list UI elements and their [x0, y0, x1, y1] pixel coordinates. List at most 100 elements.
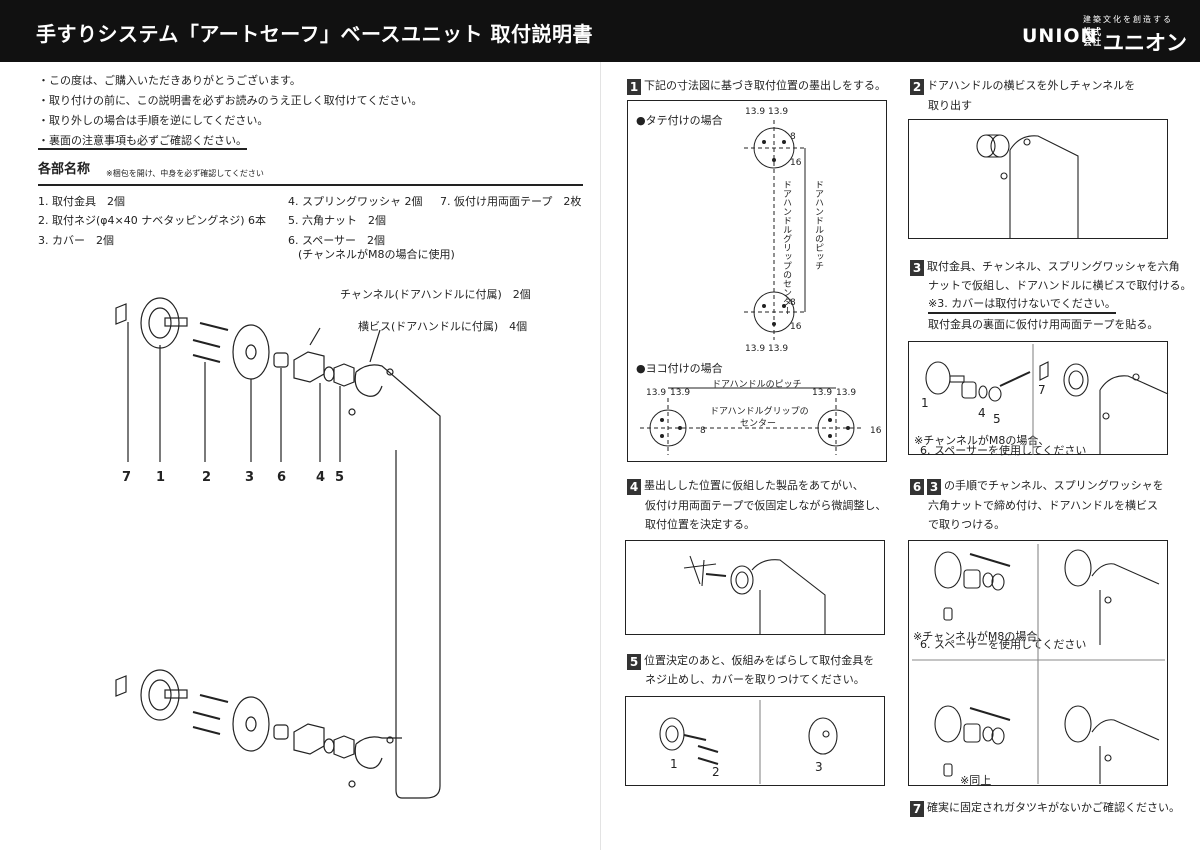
center-label-vertical: ドアハンドルグリップのセンター [781, 180, 791, 315]
dim-label-16-bottom: 16 [790, 322, 802, 332]
dim-label-top-2: 13.9 [768, 107, 789, 117]
part-label-7: 7 [122, 470, 132, 485]
fig3-label-7: 7 [1038, 383, 1046, 397]
dim-label-h-16: 16 [870, 426, 882, 436]
company-type: 株式会社 [1083, 28, 1102, 48]
part-item-3: 3. カバー 2個 [38, 234, 114, 247]
fig3-note-2: 6. スペーサーを使用してください [920, 444, 1087, 457]
fig5-label-2: 2 [712, 765, 720, 779]
mount-bracket-bottom [140, 669, 180, 721]
center-label-horizontal-1: ドアハンドルグリップの [710, 407, 809, 417]
step-4-figure [625, 540, 885, 635]
step-3-text-1: 取付金具、チャンネル、スプリングワッシャを六角 [927, 260, 1180, 273]
part-label-4: 4 [316, 470, 326, 485]
fig3-label-1: 1 [921, 396, 929, 410]
fig3-note-1: ※チャンネルがM8の場合、 [914, 434, 1050, 447]
step-2-figure [908, 119, 1168, 239]
step-3-number: 3 [910, 260, 924, 276]
parts-title: 各部名称 [38, 162, 91, 177]
intro-line-2: ・取り付けの前に、この説明書を必ずお読みのうえ正しく取付けてください。 [38, 94, 423, 107]
part-item-6: 6. スペーサー 2個 [288, 234, 385, 247]
center-label-horizontal-2: センター [740, 419, 777, 429]
brand-tagline: 建築文化を創造する [1083, 15, 1173, 24]
step-4-text-1: 墨出しした位置に仮組した製品をあてがい、 [644, 479, 864, 492]
exploded-parts-illustration [115, 297, 441, 799]
fig6-note-same: ※同上 [960, 774, 992, 787]
spacer-bottom [273, 724, 289, 740]
parts-note: ※梱包を開け、中身を必ず確認してください [106, 169, 264, 178]
dim-label-bottom-2: 13.9 [768, 344, 789, 354]
step-4-text-2: 仮付け用両面テープで仮固定しながら微調整し、 [645, 499, 887, 512]
horizontal-mount-title: ●ヨコ付けの場合 [636, 362, 723, 375]
part-item-5: 5. 六角ナット 2個 [288, 214, 386, 227]
fig5-label-1: 1 [670, 757, 678, 771]
part-item-4: 4. スプリングワッシャ 2個 [288, 195, 423, 208]
dim-label-h-2: 13.9 [670, 388, 691, 398]
step-1-number: 1 [627, 79, 641, 95]
dim-label-h-8: 8 [700, 426, 706, 436]
header-bar: 手すりシステム「アートセーフ」ベースユニット 取付説明書 UNION 建築文化を… [0, 0, 1200, 62]
part-label-5: 5 [335, 470, 345, 485]
step-6-number: 6 [910, 479, 924, 495]
nut-top [333, 363, 355, 387]
callout-channel: チャンネル(ドアハンドルに付属) 2個 [340, 288, 531, 301]
dim-label-h-1: 13.9 [646, 388, 667, 398]
step-5-figure [625, 696, 885, 786]
part-item-2: 2. 取付ネジ(φ4×40 ナベタッピングネジ) 6本 [38, 214, 267, 227]
dim-label-h-4: 13.9 [836, 388, 857, 398]
fig3-label-5: 5 [993, 412, 1001, 426]
parts-divider [38, 184, 583, 186]
fig3-label-4: 4 [978, 406, 986, 420]
part-label-6: 6 [277, 470, 287, 485]
part-label-1: 1 [156, 470, 166, 485]
dim-label-h-3: 13.9 [812, 388, 833, 398]
intro-line-4: ・裏面の注意事項も必ずご確認ください。 [38, 134, 247, 150]
cover-bottom [232, 696, 270, 752]
dim-label-bottom-1: 13.9 [745, 344, 766, 354]
step-1-text: 下記の寸法図に基づき取付位置の墨出しをする。 [644, 79, 886, 92]
step-4-text-3: 取付位置を決定する。 [645, 518, 755, 531]
pitch-label-vertical: ドアハンドルのピッチ [813, 180, 823, 270]
step-5-number: 5 [627, 654, 641, 670]
step-2-text-2: 取り出す [928, 99, 972, 112]
step-2-text-1: ドアハンドルの横ビスを外しチャンネルを [927, 79, 1136, 92]
spacer-top [273, 352, 289, 368]
dim-label-top-1: 13.9 [745, 107, 766, 117]
step-3-text-2: ナットで仮組し、ドアハンドルに横ビスで取付ける。 [928, 279, 1192, 292]
step-3-figure [908, 341, 1168, 455]
tape-bottom [115, 675, 127, 697]
callout-screw: 横ビス(ドアハンドルに付属) 4個 [358, 320, 528, 333]
nut-bottom [333, 735, 355, 759]
intro-line-3: ・取り外しの場合は手順を逆にしてください。 [38, 114, 269, 127]
step-6-ref: 3 [927, 479, 941, 495]
step-6-text-2: 六角ナットで締め付け、ドアハンドルを横ビス [928, 499, 1159, 512]
step-7-number: 7 [910, 801, 924, 817]
step-3-warning: ※3. カバーは取付けないでください。 [928, 295, 1116, 314]
part-label-2: 2 [202, 470, 212, 485]
step-7-text: 確実に固定されガタツキがないかご確認ください。 [927, 801, 1180, 814]
part-item-7: 7. 仮付け用両面テープ 2枚 [440, 195, 582, 208]
fig5-label-3: 3 [815, 760, 823, 774]
dim-label-8-top: 8 [790, 132, 796, 142]
door-handle [355, 364, 441, 799]
part-item-6-note: (チャンネルがM8の場合に使用) [298, 248, 455, 261]
fig6-note-2: 6. スペーサーを使用してください [920, 638, 1087, 651]
intro-line-1: ・この度は、ご購入いただきありがとうございます。 [38, 74, 301, 87]
document-title: 手すりシステム「アートセーフ」ベースユニット 取付説明書 [36, 22, 593, 46]
fig6-note-1: ※チャンネルがM8の場合、 [913, 630, 1049, 643]
part-label-3: 3 [245, 470, 255, 485]
part-item-1: 1. 取付金具 2個 [38, 195, 125, 208]
vertical-mount-title: ●タテ付けの場合 [636, 114, 723, 127]
step-6-text-1: の手順でチャンネル、スプリングワッシャを [944, 479, 1164, 492]
step-4-number: 4 [627, 479, 641, 495]
dim-label-8-bottom: 8 [790, 298, 796, 308]
dim-label-16-top: 16 [790, 158, 802, 168]
